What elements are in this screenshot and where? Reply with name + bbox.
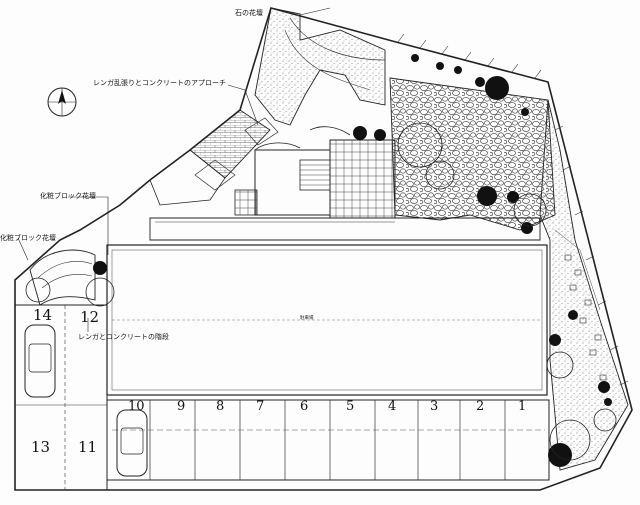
spot-number: 13: [31, 438, 51, 456]
spot-number: 1: [518, 399, 527, 414]
label-block-bed-2: 化粧ブロック花壇: [0, 234, 56, 242]
spot-number: 3: [430, 399, 439, 414]
spot-number: 11: [78, 438, 98, 456]
spot-number: 4: [388, 399, 397, 414]
north-arrow-icon: [47, 87, 77, 117]
label-approach: レンガ乱張りとコンクリートのアプローチ: [93, 79, 226, 87]
spot-number: 5: [346, 399, 355, 414]
spot-number: 10: [128, 399, 145, 414]
label-stone-bed: 石の花壇: [235, 9, 263, 17]
spot-number: 9: [177, 399, 186, 414]
spot-number: 12: [80, 308, 100, 326]
label-stairs: レンガとコンクリートの階段: [78, 333, 169, 341]
label-block-bed-1: 化粧ブロック花壇: [40, 192, 96, 200]
spot-number: 7: [256, 399, 265, 414]
spot-number: 14: [33, 306, 53, 324]
spot-number: 6: [300, 399, 309, 414]
spot-number: 2: [476, 399, 485, 414]
carport-note: 駐車場: [300, 316, 314, 321]
spot-number: 8: [216, 399, 225, 414]
